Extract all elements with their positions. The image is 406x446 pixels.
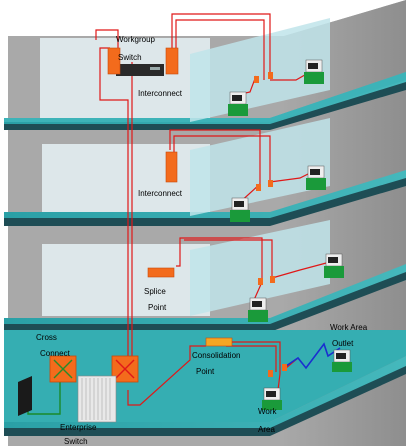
workgroup-switch-port	[150, 67, 160, 70]
equipment-cabinet	[18, 376, 32, 416]
consolidation-point-box	[205, 337, 233, 347]
floor-3-edge	[4, 272, 406, 332]
floor-1-slab-top	[4, 72, 406, 122]
label-workgroup: Workgroup	[116, 35, 156, 44]
floor-1-partition	[190, 18, 330, 122]
label-enterprise: Enterprise	[60, 423, 97, 432]
label-splice-point: Point	[148, 303, 167, 312]
label-cross: Cross	[36, 333, 57, 342]
label-splice: Splice	[144, 287, 166, 296]
floor-1-window	[40, 38, 210, 118]
cross-connect-left	[49, 355, 77, 383]
label-connect: Connect	[40, 349, 71, 358]
floor-3-window	[42, 244, 210, 316]
outlets	[254, 72, 287, 377]
floor-3-partition	[190, 220, 330, 316]
floor-2-edge	[4, 178, 406, 226]
label-work-area-outlet-2: Outlet	[332, 339, 354, 348]
work-area-cable	[285, 342, 341, 370]
label-work-area-outlet-1: Work Area	[330, 323, 368, 332]
computer-icons	[228, 59, 352, 410]
floor-4-edge	[4, 366, 406, 436]
cross-connect-right	[111, 355, 139, 383]
label-work: Work	[258, 407, 278, 416]
label-switch-top: Switch	[118, 53, 142, 62]
label-interconnect-mid: Interconnect	[138, 189, 183, 198]
label-area: Area	[258, 425, 275, 434]
interconnect-box-right	[165, 47, 179, 75]
interconnect-box-left	[107, 47, 121, 75]
label-switch-bottom: Switch	[64, 437, 88, 446]
floor-2-window	[42, 144, 210, 214]
label-interconnect-top: Interconnect	[138, 89, 183, 98]
splice-point-box	[147, 267, 175, 278]
label-consolidation-point: Point	[196, 367, 215, 376]
interconnect-box-floor2	[165, 151, 178, 183]
floor-1-edge	[4, 82, 406, 130]
label-consolidation: Consolidation	[192, 351, 240, 360]
backbone-cables	[95, 13, 331, 406]
enterprise-switch-rack	[77, 375, 117, 423]
